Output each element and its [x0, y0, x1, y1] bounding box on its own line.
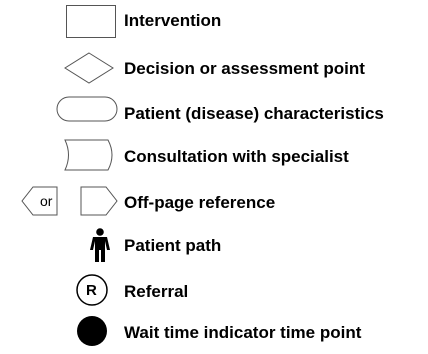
referral-circle-letter: R [86, 282, 97, 299]
legend-label-intervention: Intervention [124, 11, 222, 30]
legend-label-patient-characteristics: Patient (disease) characteristics [124, 104, 384, 123]
person-icon [90, 228, 110, 262]
legend-item-patient-characteristics: Patient (disease) characteristics [0, 92, 428, 132]
legend-item-consultation: Consultation with specialist [0, 138, 428, 178]
legend-item-wait-time: Wait time indicator time point [0, 314, 428, 354]
legend-item-off-page-reference: or Off-page reference [0, 184, 428, 224]
rounded-rectangle-symbol-icon [56, 96, 118, 122]
curved-side-box-symbol-icon [64, 139, 113, 171]
legend-label-referral: Referral [124, 282, 189, 301]
legend-label-decision: Decision or assessment point [124, 59, 365, 78]
legend-label-patient-path: Patient path [124, 236, 222, 255]
legend-label-off-page-reference: Off-page reference [124, 193, 276, 212]
filled-circle-icon [77, 316, 107, 346]
legend-label-wait-time: Wait time indicator time point [124, 323, 362, 342]
diamond-symbol-icon [64, 52, 114, 84]
referral-circle-icon [76, 274, 108, 306]
legend-item-referral: R Referral [0, 272, 428, 312]
off-page-or-text: or [40, 193, 53, 209]
rectangle-symbol-icon [66, 5, 116, 38]
legend-label-consultation: Consultation with specialist [124, 147, 349, 166]
legend-item-decision: Decision or assessment point [0, 48, 428, 88]
right-arrow-pentagon-icon [80, 186, 118, 216]
left-arrow-pentagon-icon [21, 186, 58, 216]
legend-item-intervention: Intervention [0, 2, 428, 42]
legend-item-patient-path: Patient path [0, 226, 428, 266]
